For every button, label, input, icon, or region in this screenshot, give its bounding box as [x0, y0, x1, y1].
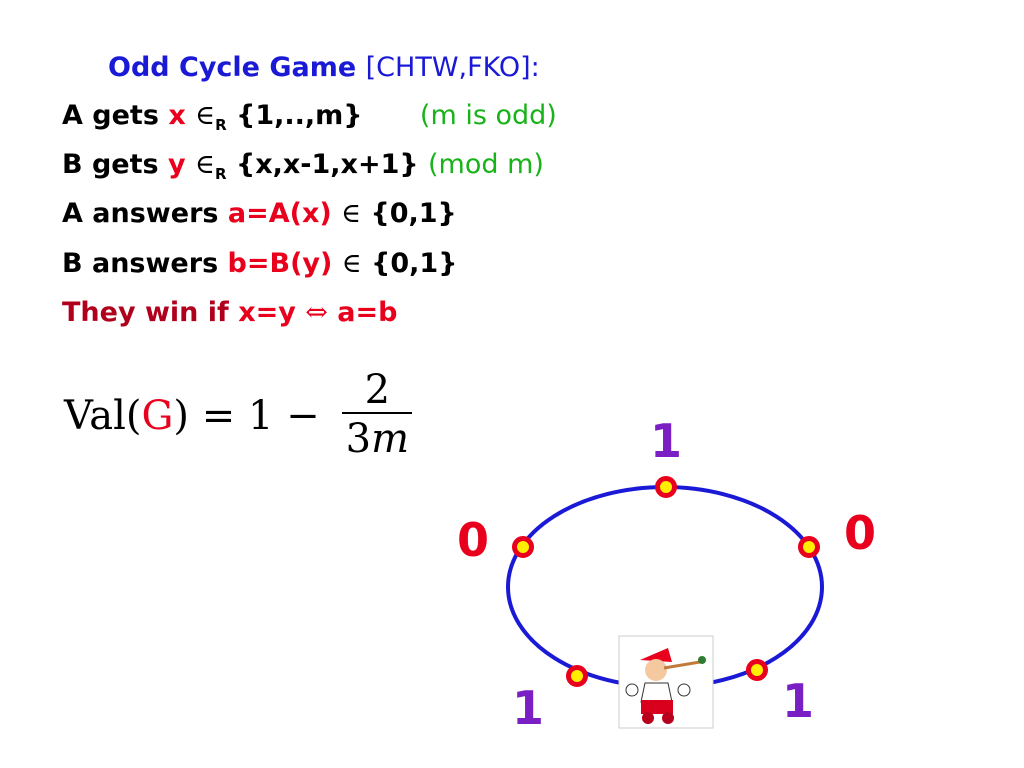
- iff-symbol: ⇔: [305, 297, 328, 328]
- element-symbol: ∈: [341, 198, 362, 229]
- rule-prefix: B gets: [62, 149, 168, 180]
- expr-b: b=B(y): [227, 248, 333, 279]
- fraction-bar: [342, 412, 413, 414]
- label-right: 0: [844, 506, 876, 560]
- rule-a-gets: A gets x ∈R {1,..,m} (m is odd): [62, 100, 557, 134]
- rule-win: They win if x=y ⇔ a=b: [62, 297, 397, 328]
- var-x: x: [168, 100, 186, 131]
- set-answer: {0,1}: [361, 248, 458, 279]
- note-mod-m: (mod m): [428, 149, 544, 180]
- set-a: {1,..,m}: [226, 100, 363, 131]
- random-subscript: R: [215, 165, 227, 183]
- node-right: [798, 536, 820, 558]
- formula-val: Val(: [64, 393, 142, 439]
- cycle-nodes: [512, 476, 820, 687]
- slide-title: Odd Cycle Game [CHTW,FKO]:: [108, 52, 540, 83]
- formula-close: ): [173, 393, 190, 439]
- element-symbol: ∈: [341, 248, 362, 279]
- rule-b-gets: B gets y ∈R {x,x-1,x+1} (mod m): [62, 149, 544, 183]
- node-bottom-right: [746, 659, 768, 681]
- label-bottom-right: 1: [782, 674, 814, 728]
- rule-prefix: A answers: [62, 198, 228, 229]
- value-formula: Val(G) = 1 − 2 3m: [64, 367, 413, 464]
- node-bottom-left: [566, 665, 588, 687]
- element-symbol: ∈: [195, 100, 216, 131]
- set-answer: {0,1}: [361, 198, 457, 229]
- cond-ab: a=b: [337, 297, 398, 328]
- formula-g: G: [141, 393, 174, 439]
- fraction-denominator: 3m: [345, 416, 410, 462]
- set-b: {x,x-1,x+1}: [226, 149, 419, 180]
- pinocchio-icon: [618, 635, 714, 729]
- random-subscript: R: [215, 116, 227, 134]
- label-left: 0: [457, 513, 489, 567]
- rule-b-answers: B answers b=B(y) ∈ {0,1}: [62, 248, 457, 279]
- rule-prefix: They win if: [62, 297, 239, 328]
- game-name: Odd Cycle Game: [108, 52, 357, 83]
- element-symbol: ∈: [195, 149, 216, 180]
- rule-prefix: B answers: [62, 248, 228, 279]
- cond-xy: x=y: [238, 297, 296, 328]
- fraction: 2 3m: [342, 367, 413, 464]
- rule-a-answers: A answers a=A(x) ∈ {0,1}: [62, 198, 457, 229]
- node-labels: 1 0 1 1 0: [457, 414, 876, 735]
- node-top: [655, 476, 677, 498]
- expr-a: a=A(x): [227, 198, 332, 229]
- rule-prefix: A gets: [62, 100, 169, 131]
- label-top: 1: [650, 414, 682, 468]
- fraction-numerator: 2: [364, 367, 391, 413]
- var-y: y: [168, 149, 186, 180]
- label-bottom-left: 1: [512, 681, 544, 735]
- node-left: [512, 536, 534, 558]
- citation: [CHTW,FKO]:: [365, 52, 540, 83]
- formula-equals: = 1 −: [189, 393, 333, 439]
- note-m-odd: (m is odd): [419, 100, 557, 131]
